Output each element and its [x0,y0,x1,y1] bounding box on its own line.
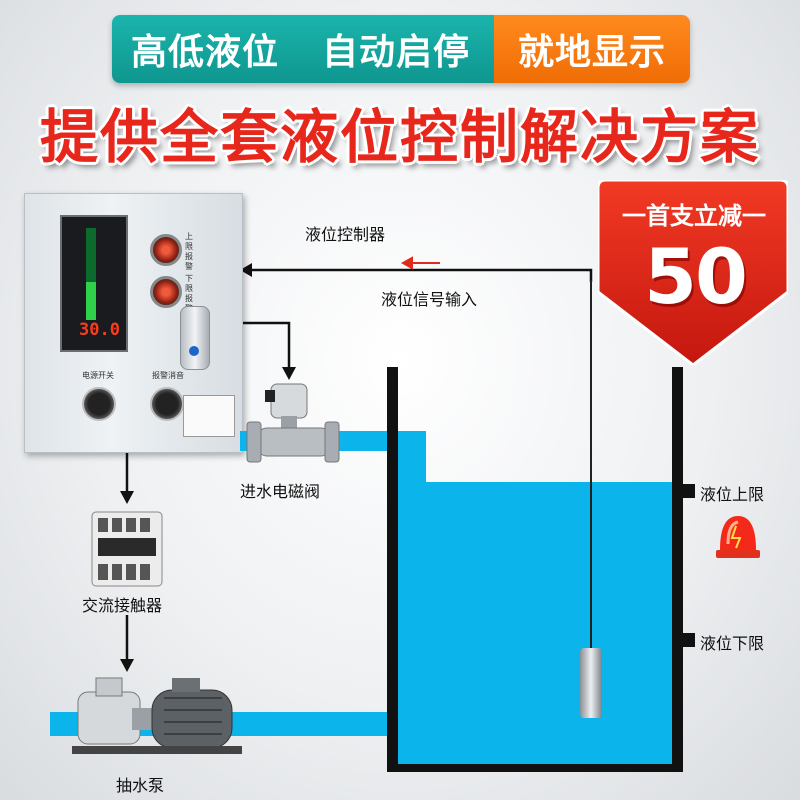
lower-limit-label: 液位下限 [700,634,765,653]
inlet-valve-label: 进水电磁阀 [240,482,321,501]
upper-limit-label: 液位上限 [700,485,765,504]
arrow-to-valve [282,367,296,380]
solenoid-valve-icon [246,383,340,463]
tank-water [398,482,672,764]
upper-alarm-label: 上限报警 [185,232,193,271]
handle-lock-icon [189,346,199,356]
arrow-to-pump [120,659,134,672]
sensor-cable [590,280,592,648]
tank-floor [387,764,683,772]
signal-input-label: 液位信号输入 [381,290,478,309]
promo-line: 一首支立减一 [622,202,766,230]
banner-segment-auto: 自动启停 [298,15,494,83]
promo-amount: 50 [644,232,748,321]
banner-segment-display: 就地显示 [494,15,690,83]
meter-bar [86,228,96,320]
upper-alarm-lamp [150,234,182,266]
level-sensor-probe [580,648,602,718]
controller-label: 液位控制器 [305,225,386,244]
pump-label: 抽水泵 [116,776,165,795]
lower-alarm-lamp [150,276,182,308]
tank-wall-left [387,367,398,770]
cabinet-door-handle[interactable] [180,306,210,370]
alarm-mute-label: 报警消音 [152,371,184,380]
banner-segment-level: 高低液位 [112,15,298,83]
lower-limit-marker [683,633,695,647]
meter-level-fill [86,282,96,320]
promo-badge-shape [598,180,788,365]
alarm-beacon-icon [716,516,760,558]
cabinet-nameplate [183,395,235,437]
upper-limit-marker [683,484,695,498]
power-switch-knob[interactable] [82,387,116,421]
alarm-mute-knob[interactable] [150,387,184,421]
arrow-to-contactor [120,491,134,504]
arrow-to-controller [240,263,252,277]
feature-banner: 高低液位 自动启停 就地显示 [112,15,690,83]
tank-wall-right [672,367,683,770]
inlet-pipe-drop [398,431,426,483]
contactor-icon [91,511,163,587]
contactor-label: 交流接触器 [82,596,163,615]
water-pump-icon [72,677,242,754]
headline: 提供全套液位控制解决方案 [39,103,760,171]
power-switch-label: 电源开关 [82,371,114,380]
meter-display-value: 30.0 [79,320,120,340]
